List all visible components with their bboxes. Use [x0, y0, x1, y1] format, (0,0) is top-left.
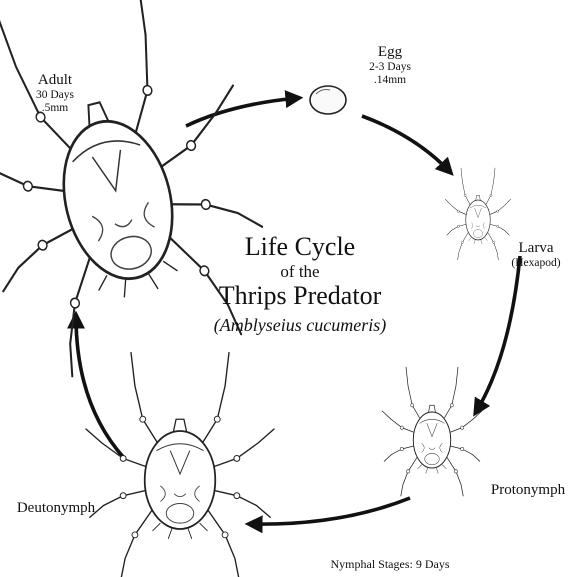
nymphal-stages-note: Nymphal Stages: 9 Days	[300, 558, 480, 572]
arrow-deutonymph-to-adult	[76, 316, 124, 458]
larva-label: Larva (Hexapod)	[500, 240, 572, 270]
deutonymph-label: Deutonymph	[4, 500, 108, 517]
adult-size: .5mm	[20, 102, 90, 115]
egg-duration: 2-3 Days	[350, 61, 430, 74]
arrow-protonymph-to-deutonymph	[250, 498, 410, 524]
larva-note: (Hexapod)	[500, 257, 572, 270]
protonymph-label: Protonymph	[478, 482, 578, 499]
adult-duration: 30 Days	[20, 89, 90, 102]
egg-name: Egg	[350, 44, 430, 61]
arrow-larva-to-protonymph	[476, 256, 520, 412]
title-line-2: of the	[170, 262, 430, 282]
larva-name: Larva	[500, 240, 572, 257]
egg-label: Egg 2-3 Days .14mm	[350, 44, 430, 88]
adult-label: Adult 30 Days .5mm	[20, 72, 90, 116]
adult-name: Adult	[20, 72, 90, 89]
title-line-1: Life Cycle	[170, 232, 430, 262]
arrow-egg-to-larva	[362, 116, 450, 172]
egg-size: .14mm	[350, 74, 430, 87]
diagram-title: Life Cycle of the Thrips Predator (Ambly…	[170, 232, 430, 336]
title-line-4: (Amblyseius cucumeris)	[170, 315, 430, 336]
protonymph-mite-illustration	[382, 367, 482, 496]
egg-illustration	[310, 86, 346, 114]
arrow-adult-to-egg	[186, 98, 298, 126]
deutonymph-mite-illustration	[86, 353, 274, 577]
title-line-3: Thrips Predator	[170, 281, 430, 311]
